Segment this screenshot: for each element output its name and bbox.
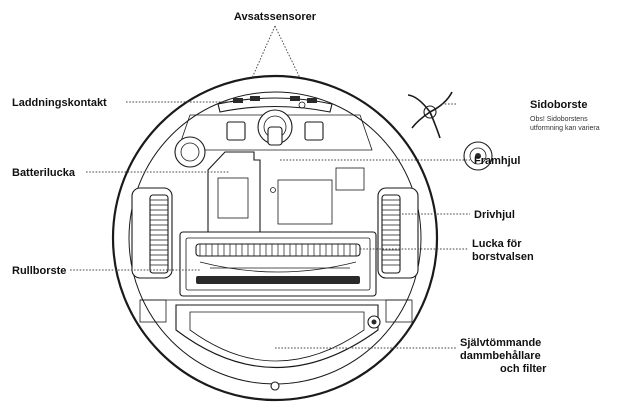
label-dustbin-2: dammbehållare	[460, 350, 541, 362]
left-drive-wheel	[132, 188, 172, 278]
label-front-wheel: Framhjul	[474, 155, 520, 167]
right-drive-wheel	[378, 188, 418, 278]
side-brush-icon	[408, 92, 452, 138]
label-side-brush-note-1: Obs! Sidoborstens	[530, 116, 588, 123]
label-side-brush-note-2: utformning kan variera	[530, 125, 600, 132]
label-dustbin-1: Självtömmande	[460, 337, 541, 349]
label-cliff-sensors: Avsatssensorer	[234, 11, 317, 23]
label-battery-cover: Batterilucka	[12, 167, 76, 179]
battery-cover	[208, 152, 260, 232]
label-dustbin-3: och filter	[500, 363, 547, 375]
label-side-brush: Sidoborste	[530, 99, 587, 111]
label-brush-cover-1: Lucka för	[472, 238, 522, 250]
label-charging-contact: Laddningskontakt	[12, 97, 107, 109]
label-drive-wheel: Drivhjul	[474, 209, 515, 221]
front-wheel	[258, 110, 292, 145]
roller-brush-assembly	[180, 232, 376, 296]
label-roller-brush: Rullborste	[12, 265, 66, 277]
label-brush-cover-2: borstvalsen	[472, 251, 534, 263]
left-port	[175, 137, 205, 167]
